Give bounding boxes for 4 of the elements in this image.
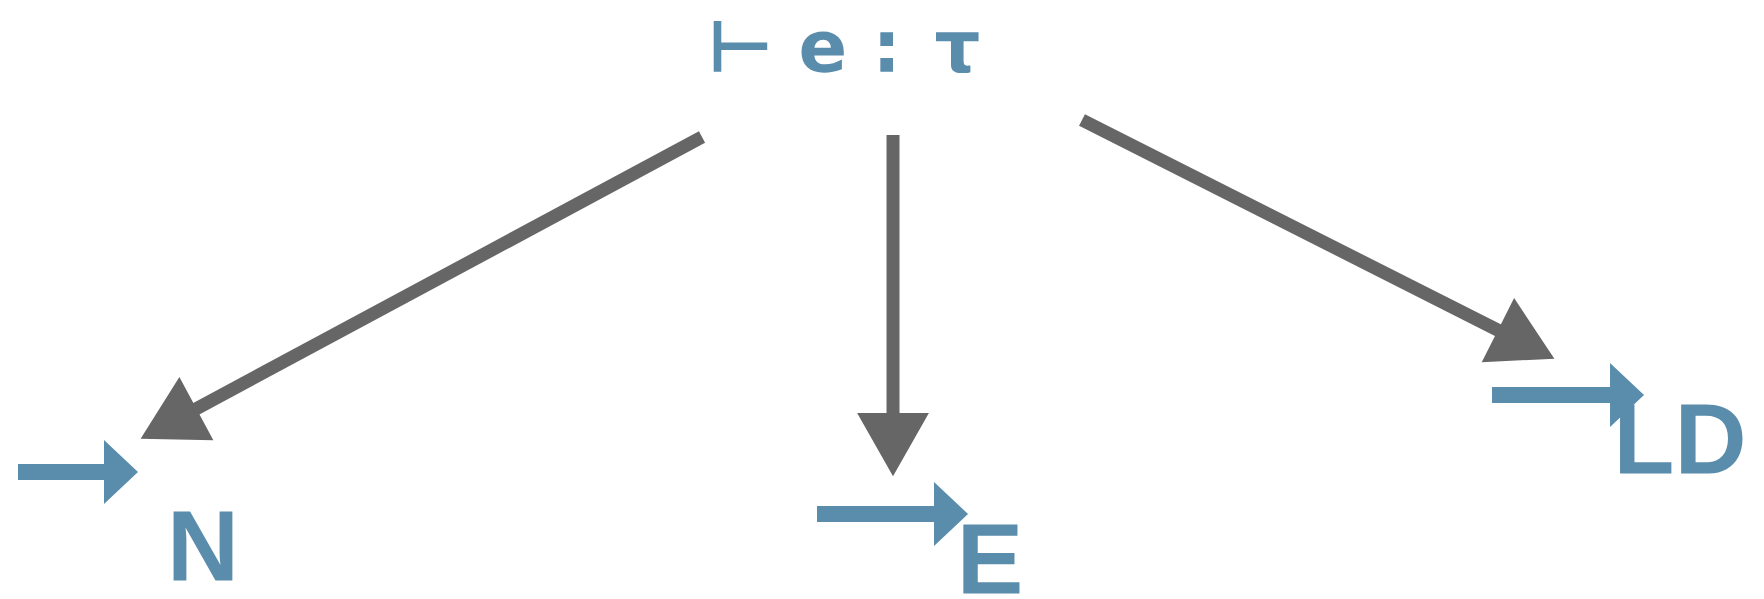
judgment-text: ⊢ e : τ	[713, 20, 979, 74]
subscript-letter: N	[173, 511, 233, 581]
subscript-letter: E	[963, 524, 1020, 594]
subscript-letter: LD	[1620, 404, 1743, 474]
